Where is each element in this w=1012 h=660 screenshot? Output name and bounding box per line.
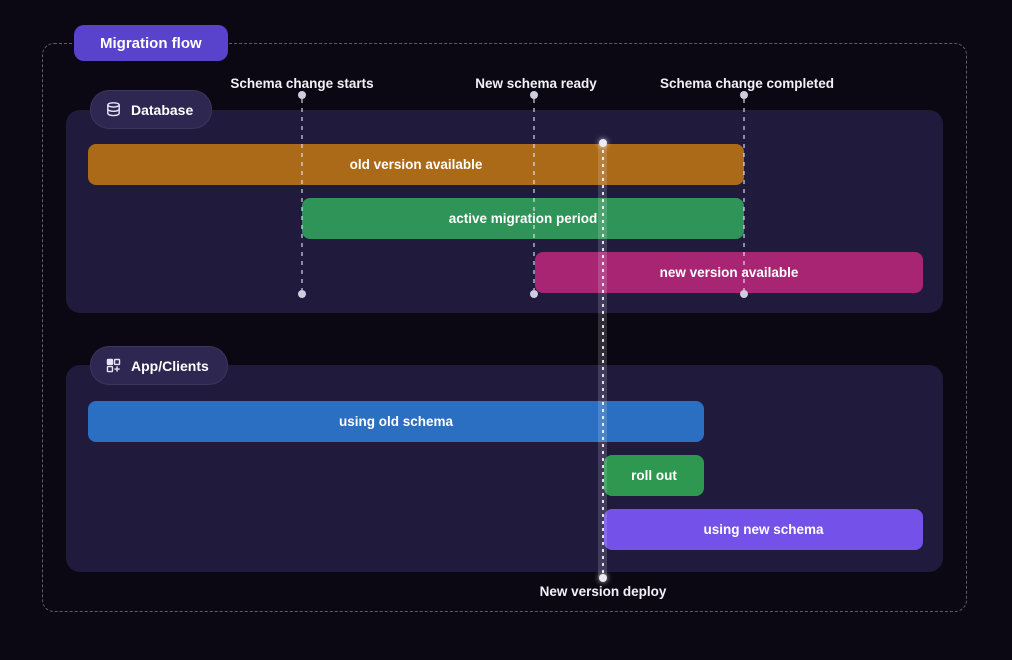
bar-label: using new schema: [703, 522, 824, 537]
marker-label-schema-change-completed: Schema change completed: [659, 76, 835, 91]
diagram-title-badge: Migration flow: [74, 25, 228, 61]
apps-plus-icon: [105, 357, 122, 374]
bar-label: roll out: [631, 468, 677, 483]
marker-dot-top-3: [740, 91, 748, 99]
marker-dot-bottom-1: [298, 290, 306, 298]
bar-active-migration-period: active migration period: [302, 198, 744, 239]
bar-label: using old schema: [338, 414, 454, 429]
marker-label-schema-change-starts: Schema change starts: [230, 76, 374, 91]
app-clients-section-label: App/Clients: [131, 357, 209, 374]
database-section-label: Database: [131, 101, 194, 118]
marker-dot-top-2: [530, 91, 538, 99]
bar-old-version-available: old version available: [88, 144, 744, 185]
bar-label: new version available: [659, 265, 799, 280]
marker-dot-top-1: [298, 91, 306, 99]
diagram-dashed-frame: [42, 43, 967, 612]
bar-roll-out: roll out: [604, 455, 704, 496]
marker-line-new-schema-ready: [533, 99, 535, 290]
marker-dot-bottom-3: [740, 290, 748, 298]
deploy-dot-top: [599, 139, 607, 147]
marker-dot-bottom-2: [530, 290, 538, 298]
deploy-dot-bottom: [599, 574, 607, 582]
deploy-marker-line: [602, 143, 604, 578]
database-icon: [105, 101, 122, 118]
marker-line-schema-change-completed: [743, 99, 745, 290]
app-clients-section-pill: App/Clients: [90, 346, 228, 385]
marker-label-new-schema-ready: New schema ready: [475, 76, 597, 91]
bar-label: active migration period: [448, 211, 598, 226]
marker-line-schema-change-starts: [301, 99, 303, 290]
bar-using-old-schema: using old schema: [88, 401, 704, 442]
bar-new-version-available: new version available: [535, 252, 923, 293]
bar-label: old version available: [349, 157, 483, 172]
database-section-pill: Database: [90, 90, 213, 129]
deploy-marker-label: New version deploy: [539, 584, 667, 599]
bar-using-new-schema: using new schema: [604, 509, 923, 550]
